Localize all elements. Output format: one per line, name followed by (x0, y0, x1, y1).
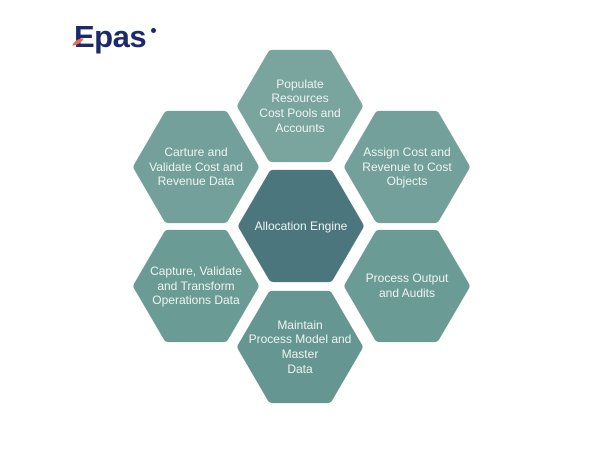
hex-label: Assign Cost and Revenue to Cost Objects (362, 145, 452, 189)
logo-text: Epas (74, 19, 147, 54)
hexagon-shape (344, 229, 470, 343)
hex-label: Carture and Validate Cost and Revenue Da… (149, 145, 243, 189)
hexagon-shape (237, 290, 363, 404)
hexagon-shape (133, 229, 259, 343)
hex-label: Populate Resources Cost Pools and Accoun… (259, 76, 341, 135)
hex-capture-transform-operations: Capture, Validate and Transform Operatio… (133, 229, 259, 343)
hexagon-shape (238, 169, 364, 283)
hex-label: Allocation Engine (254, 218, 348, 233)
logo-trademark-dot-icon (151, 28, 157, 33)
hex-label: Capture, Validate and Transform Operatio… (150, 264, 242, 308)
hexagon-shape (133, 110, 259, 224)
hex-process-output-audits: Process Output and Audits (344, 229, 470, 343)
hex-populate-resources: Populate Resources Cost Pools and Accoun… (237, 49, 363, 163)
hex-allocation-engine: Allocation Engine (238, 169, 364, 283)
logo-accent-swoosh-icon (72, 36, 84, 46)
hex-assign-cost-revenue: Assign Cost and Revenue to Cost Objects (344, 110, 470, 224)
hex-label: Maintain Process Model and Master Data (248, 317, 352, 376)
hexagon-shape (237, 49, 363, 163)
hex-label: Process Output and Audits (365, 271, 449, 300)
hex-capture-validate-cost-revenue: Carture and Validate Cost and Revenue Da… (133, 110, 259, 224)
hex-maintain-process-model: Maintain Process Model and Master Data (237, 290, 363, 404)
hexagon-shape (344, 110, 470, 224)
epas-logo: Epas (72, 19, 157, 54)
